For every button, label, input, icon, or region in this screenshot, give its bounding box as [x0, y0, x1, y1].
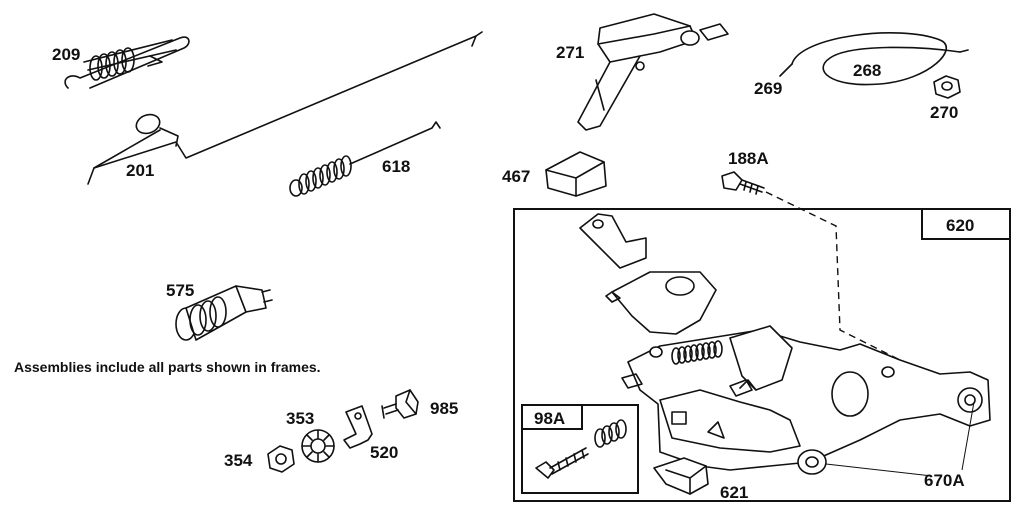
- assembly-frame-620: [513, 208, 1011, 502]
- label-467: 467: [502, 167, 530, 186]
- label-98A: 98A: [534, 409, 565, 428]
- label-270: 270: [930, 103, 958, 122]
- label-353: 353: [286, 409, 314, 428]
- label-620: 620: [946, 216, 974, 235]
- label-575: 575: [166, 281, 194, 300]
- label-271: 271: [556, 43, 584, 62]
- control-bracket-assembly: [579, 213, 991, 475]
- label-354: 354: [224, 451, 253, 470]
- part-270-hex-nut: [933, 75, 961, 99]
- part-268-cable: [779, 32, 969, 86]
- part-98A-screw-and-spring: [535, 419, 627, 479]
- part-353-lock-washer: [301, 429, 335, 463]
- part-985-clip: [381, 389, 419, 419]
- label-985: 985: [430, 399, 458, 418]
- part-201-link-rod: [87, 31, 483, 185]
- label-618: 618: [382, 157, 410, 176]
- assemblies-note: Assemblies include all parts shown in fr…: [14, 359, 321, 375]
- part-354-nut: [267, 445, 295, 473]
- label-269: 269: [754, 79, 782, 98]
- label-268: 268: [853, 61, 881, 80]
- label-188A: 188A: [728, 149, 769, 168]
- label-209: 209: [52, 45, 80, 64]
- part-520-bracket: [343, 405, 373, 449]
- label-520: 520: [370, 443, 398, 462]
- part-575-switch: [175, 285, 273, 341]
- part-209-spring-clip: [64, 36, 190, 89]
- label-201: 201: [126, 161, 154, 180]
- part-188A-screw: [721, 171, 765, 195]
- label-670A: 670A: [924, 471, 965, 490]
- part-271-governor-lever: [577, 13, 729, 131]
- part-621-pad: [653, 457, 709, 495]
- assembly-frame-98A: [521, 404, 639, 494]
- part-618-spring: [289, 121, 441, 197]
- leader-670A: [825, 401, 975, 477]
- part-467-pad: [545, 151, 607, 197]
- label-621: 621: [720, 483, 748, 502]
